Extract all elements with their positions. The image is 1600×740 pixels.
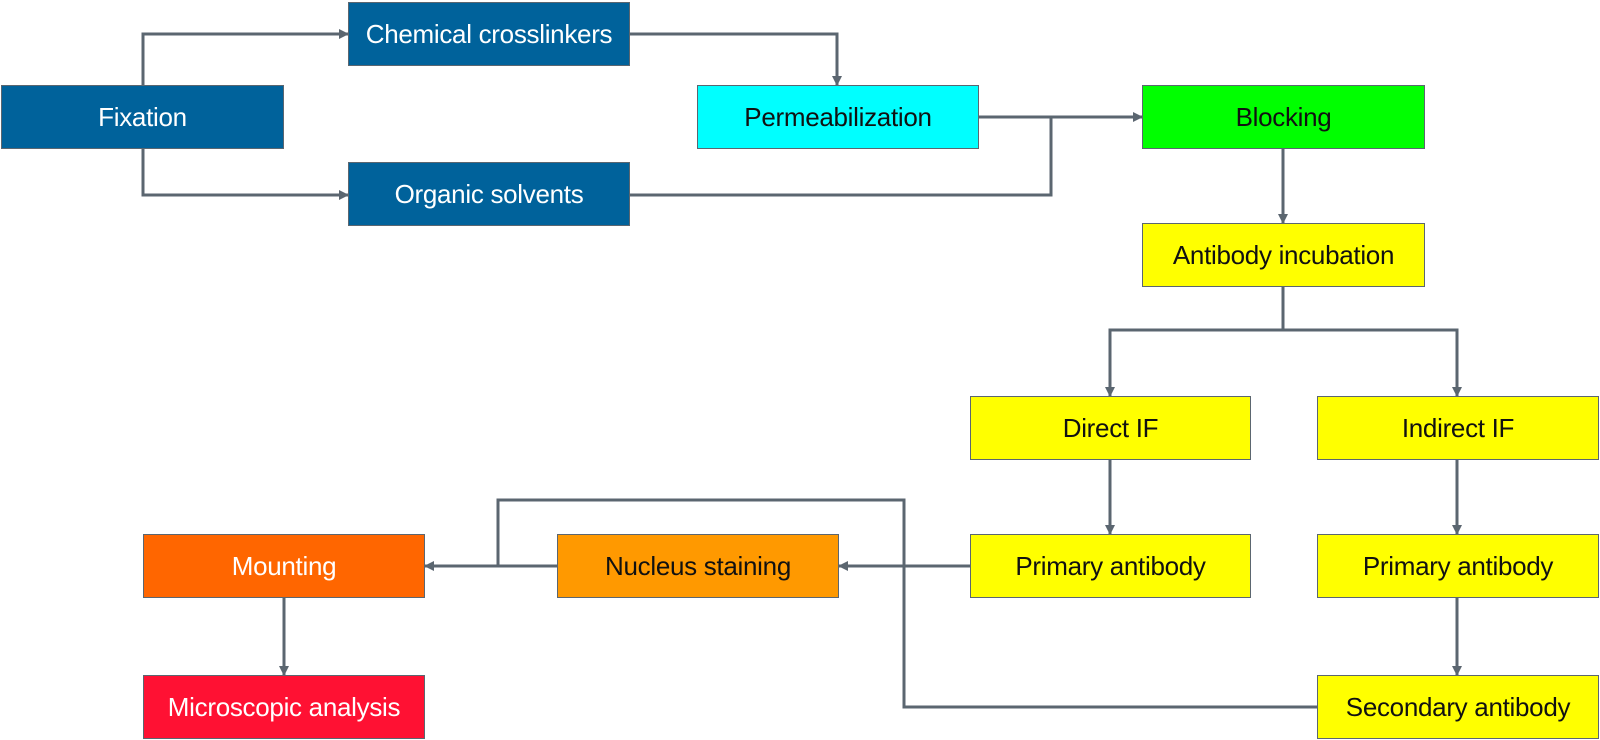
node-fixation: Fixation bbox=[1, 85, 284, 149]
edge-organic-solvents-blocking bbox=[630, 117, 1053, 197]
node-primary-antibody-direct: Primary antibody bbox=[970, 534, 1251, 598]
node-nucleus-staining: Nucleus staining bbox=[557, 534, 839, 598]
node-blocking: Blocking bbox=[1142, 85, 1425, 149]
node-primary-antibody-indirect: Primary antibody bbox=[1317, 534, 1599, 598]
node-mounting: Mounting bbox=[143, 534, 425, 598]
node-direct-if: Direct IF bbox=[970, 396, 1251, 460]
node-secondary-antibody: Secondary antibody bbox=[1317, 675, 1599, 739]
edge-chemical-crosslinkers-permeabilization bbox=[630, 32, 842, 86]
node-microscopic-analysis: Microscopic analysis bbox=[143, 675, 425, 739]
node-antibody-incubation: Antibody incubation bbox=[1142, 223, 1425, 287]
node-chemical-crosslinkers: Chemical crosslinkers bbox=[348, 2, 630, 66]
node-indirect-if: Indirect IF bbox=[1317, 396, 1599, 460]
edge-fixation-organic-solvents bbox=[141, 149, 349, 200]
edge-antibody-incubation-indirect-if bbox=[1283, 328, 1462, 397]
edge-antibody-incubation-direct-if bbox=[1105, 328, 1283, 397]
edge-fixation-chemical-crosslinkers bbox=[141, 29, 349, 85]
node-permeabilization: Permeabilization bbox=[697, 85, 979, 149]
node-organic-solvents: Organic solvents bbox=[348, 162, 630, 226]
edge-secondary-antibody-nucleus-staining bbox=[496, 498, 1317, 709]
